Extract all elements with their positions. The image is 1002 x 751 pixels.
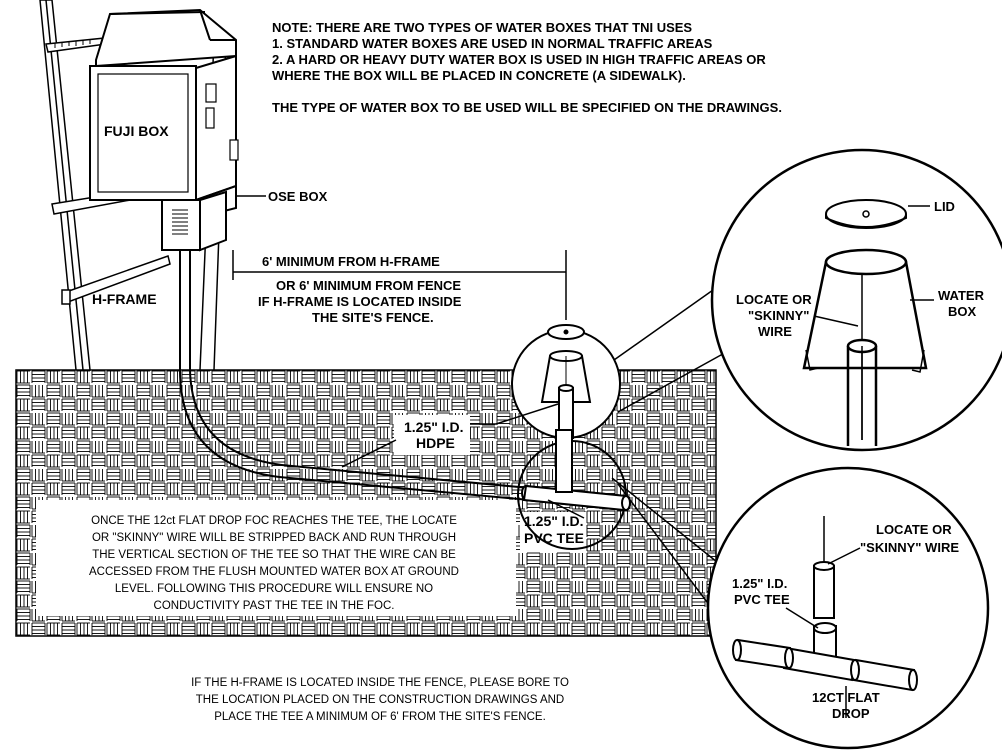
fuji-box-label: FUJI BOX [104, 123, 169, 139]
instruction-line-3: THE VERTICAL SECTION OF THE TEE SO THAT … [92, 549, 456, 561]
fence-note-line-1: IF THE H-FRAME IS LOCATED INSIDE THE FEN… [191, 677, 569, 689]
locate-label-1: LOCATE OR [736, 292, 812, 307]
lid-label: LID [934, 199, 955, 214]
pvc-tee-label-1: 1.25" I.D. [524, 513, 584, 529]
min-fence-line-3: THE SITE'S FENCE. [312, 310, 434, 325]
water-box-label-1: WATER [938, 288, 985, 303]
water-box-label-2: BOX [948, 304, 977, 319]
note-line-5: THE TYPE OF WATER BOX TO BE USED WILL BE… [272, 100, 782, 115]
locate-label-2: "SKINNY" [748, 308, 809, 323]
pvc-tee-label-2: PVC TEE [524, 530, 584, 546]
flat-drop-label-2: DROP [832, 706, 870, 721]
min-h-frame-label: 6' MINIMUM FROM H-FRAME [262, 254, 440, 269]
detail-pvc-label-1: 1.25" I.D. [732, 576, 787, 591]
water-box-detail [710, 148, 1002, 452]
hdpe-conduit [179, 250, 531, 501]
flat-drop-label-1: 12CT FLAT [812, 690, 880, 705]
hdpe-label-2: HDPE [416, 435, 455, 451]
water-box-small [511, 324, 621, 439]
hdpe-label-1: 1.25" I.D. [404, 419, 464, 435]
dimension-line [232, 250, 567, 320]
h-frame-label: H-FRAME [92, 291, 157, 307]
instructions-box [36, 500, 516, 616]
instruction-line-4: ACCESSED FROM THE FLUSH MOUNTED WATER BO… [89, 566, 459, 578]
note-line-4: WHERE THE BOX WILL BE PLACED IN CONCRETE… [272, 68, 686, 83]
instruction-line-1: ONCE THE 12ct FLAT DROP FOC REACHES THE … [91, 515, 457, 527]
locate-label-3: WIRE [758, 324, 792, 339]
instruction-line-5: LEVEL. FOLLOWING THIS PROCEDURE WILL ENS… [115, 583, 433, 595]
fence-note-line-3: PLACE THE TEE A MINIMUM OF 6' FROM THE S… [214, 711, 546, 723]
detail-pvc-label-2: PVC TEE [734, 592, 790, 607]
note-line-2: 1. STANDARD WATER BOXES ARE USED IN NORM… [272, 36, 713, 51]
instruction-line-6: CONDUCTIVITY PAST THE TEE IN THE FOC. [154, 600, 395, 612]
tee-detail [706, 466, 990, 750]
instruction-line-2: OR "SKINNY" WIRE WILL BE STRIPPED BACK A… [92, 532, 456, 544]
note-line-1: NOTE: THERE ARE TWO TYPES OF WATER BOXES… [272, 20, 692, 35]
min-fence-line-1: OR 6' MINIMUM FROM FENCE [276, 278, 461, 293]
fuji-box [89, 8, 239, 202]
detail-locate-label-1: LOCATE OR [876, 522, 952, 537]
note-line-3: 2. A HARD OR HEAVY DUTY WATER BOX IS USE… [272, 52, 766, 67]
min-fence-line-2: IF H-FRAME IS LOCATED INSIDE [258, 294, 462, 309]
detail-locate-label-2: "SKINNY" WIRE [860, 540, 959, 555]
ose-box-label: OSE BOX [268, 189, 328, 204]
fence-note-line-2: THE LOCATION PLACED ON THE CONSTRUCTION … [196, 694, 564, 706]
